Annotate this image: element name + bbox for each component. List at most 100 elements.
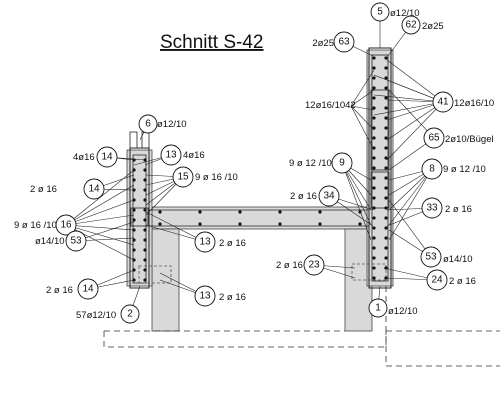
rebar-dot: [372, 86, 376, 90]
rebar-dot: [384, 66, 388, 70]
callout-bubble: [194, 231, 216, 253]
rebar-dot: [132, 208, 136, 212]
rebar-dot: [132, 218, 136, 222]
rebar-dot: [143, 188, 147, 192]
callout-label: 9 ø 12 /10: [289, 158, 332, 169]
rebar-dot: [198, 222, 202, 226]
rebar-dot: [143, 268, 147, 272]
rebar-dot: [318, 210, 322, 214]
drawing-title: Schnitt S-42: [160, 32, 264, 53]
leader-line: [350, 105, 375, 111]
leader-line: [373, 101, 444, 116]
callout-label: ø14/10: [35, 236, 65, 247]
rebar-dot: [384, 106, 388, 110]
callout-label: 2 ø 16: [449, 276, 476, 287]
rebar-dot: [278, 210, 282, 214]
callout-number: 2: [127, 309, 133, 320]
rebar-dot: [372, 196, 376, 200]
rebar-dot: [143, 208, 147, 212]
leader-line: [388, 168, 433, 226]
callout-number: 1: [375, 303, 381, 314]
leader-line: [350, 89, 375, 107]
rebar-dot: [372, 136, 376, 140]
rebar-dot: [278, 222, 282, 226]
callout-bubble: [401, 15, 421, 35]
concrete-body: [126, 49, 394, 332]
callout-bubble: [138, 114, 158, 134]
leader-line: [388, 168, 433, 241]
callout-bubble: [370, 2, 390, 22]
rebar-dot: [384, 96, 388, 100]
leader-line: [341, 162, 372, 226]
leader-line: [350, 105, 375, 151]
rebar-dot: [384, 56, 388, 60]
callout-label: ø14/10: [443, 254, 473, 265]
rebar-dot: [143, 218, 147, 222]
rebar-dot: [158, 222, 162, 226]
leader-line: [350, 105, 375, 131]
callout-number: 14: [101, 152, 113, 163]
callout-label: 4ø16: [73, 152, 95, 163]
rebar-dot: [384, 126, 388, 130]
rebar-dot: [384, 216, 388, 220]
callout-number: 9: [339, 158, 345, 169]
callout-label: 12ø16/1042: [305, 100, 356, 111]
rebar-dot: [372, 96, 376, 100]
callout-number: 24: [431, 275, 443, 286]
callout-number: 14: [82, 284, 94, 295]
callout-c16: 169 ø 16 /10: [14, 214, 77, 236]
callout-bubble: [421, 158, 443, 180]
rebar-dot: [384, 76, 388, 80]
rebar-dot: [372, 156, 376, 160]
callout-number: 65: [428, 133, 440, 144]
callout-bubble: [368, 298, 388, 318]
callout-label: 9 ø 12 /10: [443, 164, 486, 175]
rebar-dot: [238, 210, 242, 214]
callout-label: 2ø10/Bügel: [445, 134, 494, 145]
callout-number: 62: [405, 20, 417, 31]
callout-number: 6: [145, 119, 151, 130]
rebar-dot: [372, 106, 376, 110]
rebar-dot: [384, 256, 388, 260]
rebar-dot: [372, 256, 376, 260]
callout-c9: 9 9 ø 12 /10: [289, 152, 353, 174]
rebar-dot: [384, 186, 388, 190]
rebar-dot: [384, 226, 388, 230]
callout-number: 41: [437, 97, 449, 108]
callout-c14a: 14 4ø16: [73, 146, 118, 168]
callout-bubble: [421, 197, 443, 219]
callout-bubble: [420, 246, 442, 268]
leader-line: [65, 224, 135, 246]
rebar-dot: [384, 146, 388, 150]
callout-bubble: [194, 285, 216, 307]
leader-line: [386, 101, 444, 141]
callout-number: 63: [338, 37, 350, 48]
callout-number: 13: [165, 150, 177, 161]
callout-bubble: [432, 91, 454, 113]
rebar-dot: [143, 198, 147, 202]
callout-bubble: [172, 166, 194, 188]
callout-c14b: 142 ø 16: [30, 178, 105, 200]
rebar-dot: [384, 166, 388, 170]
callout-label: 2 ø 16: [290, 191, 317, 202]
callout-number: 53: [425, 252, 437, 263]
callout-number: 34: [323, 191, 335, 202]
leader-line: [341, 162, 372, 241]
rebar-dot: [372, 216, 376, 220]
rebar-dot: [372, 66, 376, 70]
rebar-dot: [143, 248, 147, 252]
leader-lines: [65, 12, 444, 315]
rebar-dot: [198, 210, 202, 214]
leader-line: [373, 74, 444, 103]
rebar-dot: [238, 222, 242, 226]
callout-number: 15: [177, 172, 189, 183]
rebar-dot: [384, 236, 388, 240]
callout-bubble: [55, 214, 77, 236]
